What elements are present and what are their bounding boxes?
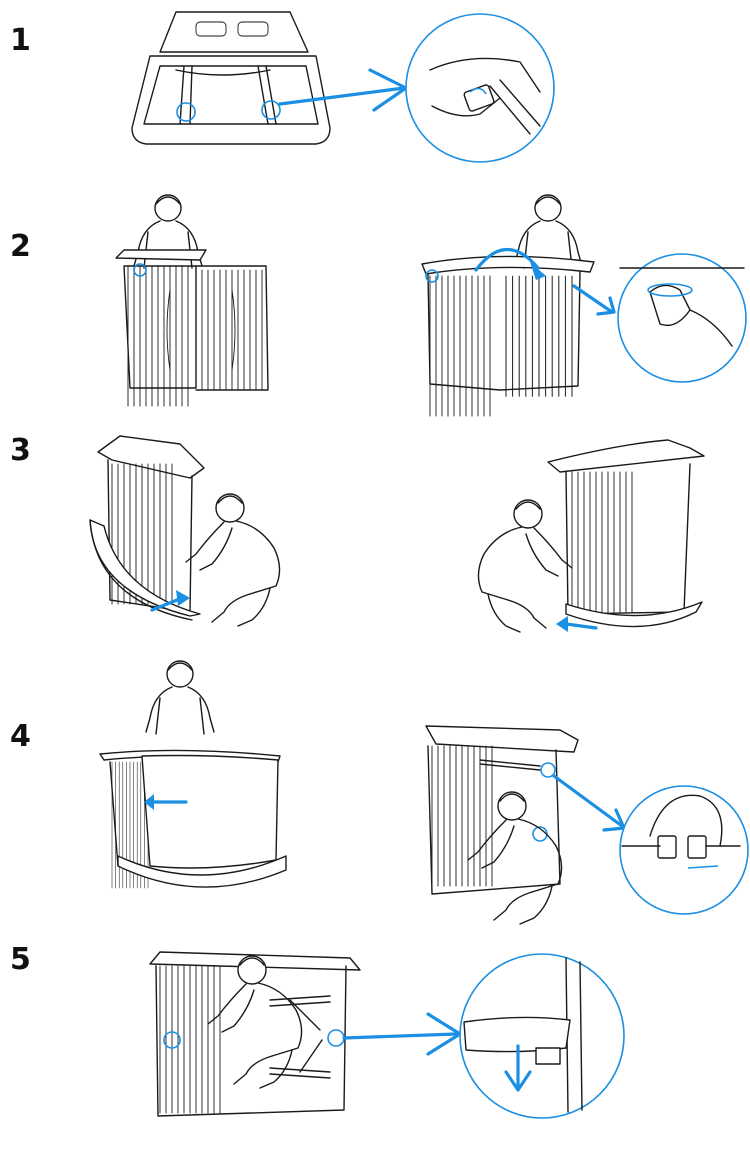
step-number-2: 2	[10, 229, 31, 264]
step-number-4: 4	[10, 719, 31, 754]
step-3-attach-base	[89, 435, 705, 633]
step-number-3: 3	[10, 433, 31, 468]
step-4-wrap-graphic	[99, 660, 749, 925]
step-number-5: 5	[10, 942, 31, 977]
step-number-1: 1	[10, 23, 31, 58]
step-5-lock-braces	[149, 951, 625, 1119]
step-2-unfold-panels	[115, 194, 747, 417]
step-1-open-case	[131, 11, 555, 163]
